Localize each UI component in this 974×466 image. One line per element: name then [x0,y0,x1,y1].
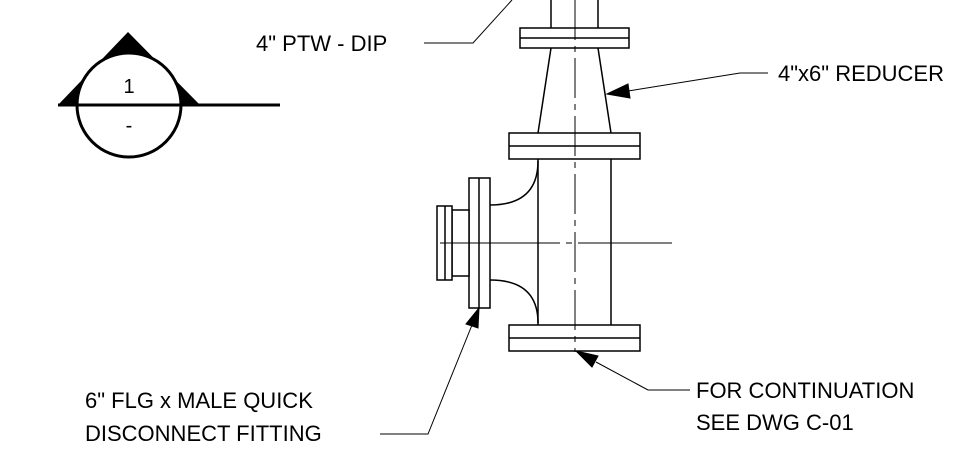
leader-reducer [605,72,768,99]
section-marker [58,32,280,159]
upper-pipe [550,0,599,28]
fitting-label-line2: DISCONNECT FITTING [85,421,322,446]
leader-fitting [380,306,480,435]
sheet-number: - [125,115,133,137]
tee-body [489,159,612,325]
reducer [537,47,612,134]
section-number: 1 [123,76,135,98]
continuation-label-line2: SEE DWG C-01 [696,410,854,435]
reducer-label: 4"x6" REDUCER [778,61,944,86]
leader-continuation [574,350,690,391]
centerlines [440,0,672,352]
continuation-label-line1: FOR CONTINUATION [696,378,915,403]
pipe-label: 4" PTW - DIP [256,31,388,56]
fitting-label-line1: 6" FLG x MALE QUICK [85,388,313,413]
leader-pipe [424,0,513,44]
